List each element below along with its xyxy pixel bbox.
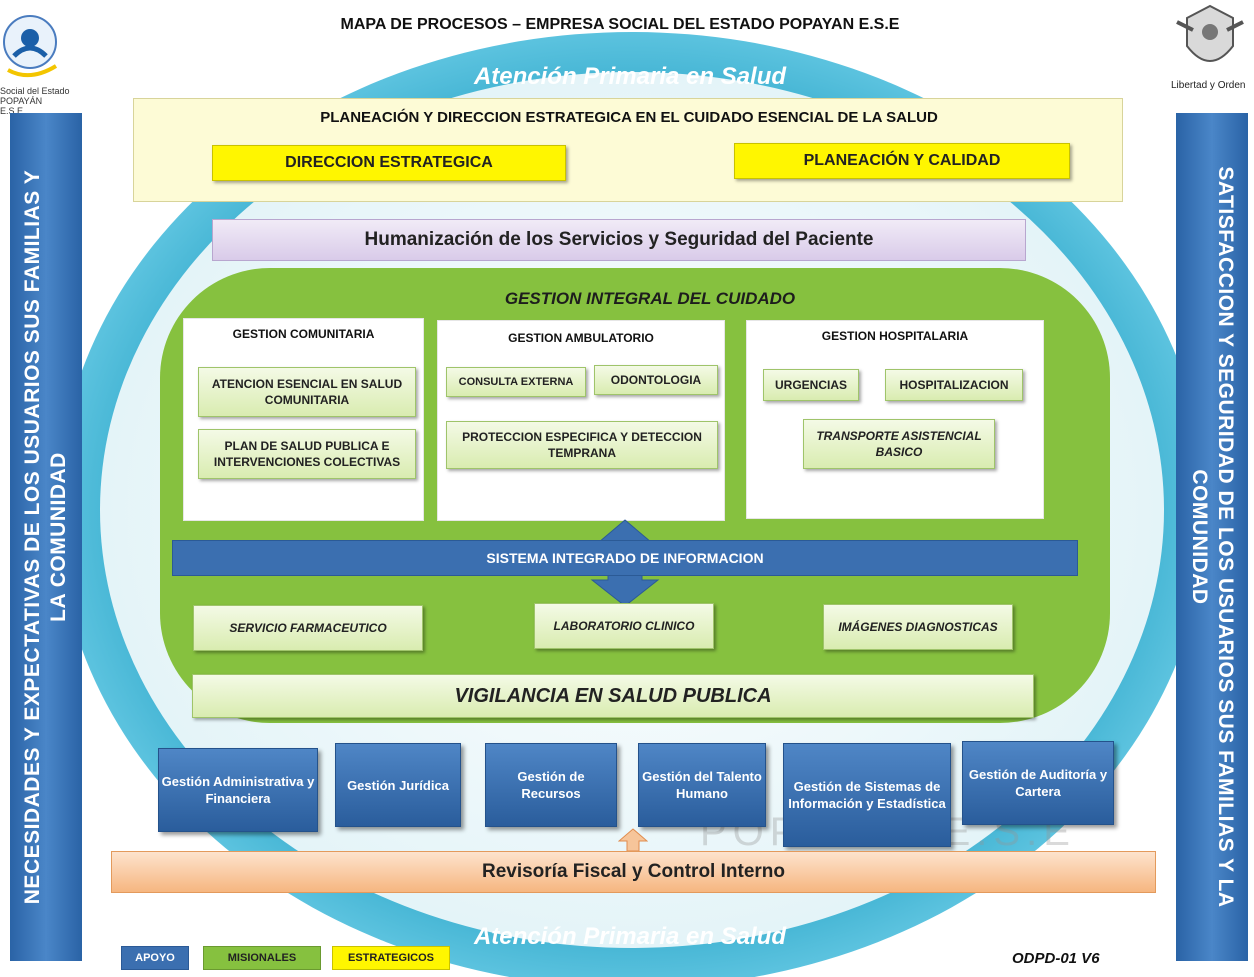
left-input-bar: NECESIDADES Y EXPECTATIVAS DE LOS USUARI… xyxy=(10,113,82,961)
document-code: ODPD-01 V6 xyxy=(1012,950,1100,967)
left-bar-text: NECESIDADES Y EXPECTATIVAS DE LOS USUARI… xyxy=(21,169,70,905)
plan-salud-publica-box[interactable]: PLAN DE SALUD PUBLICA E INTERVENCIONES C… xyxy=(198,429,416,479)
coat-of-arms-icon xyxy=(1176,4,1244,62)
legend-apoyo: APOYO xyxy=(121,946,189,970)
hospitalizacion-box[interactable]: HOSPITALIZACION xyxy=(885,369,1023,401)
gestion-comunitaria-title: GESTION COMUNITARIA xyxy=(232,327,375,341)
gestion-integral-title: GESTION INTEGRAL DEL CUIDADO xyxy=(504,289,796,308)
revisoria-bar[interactable]: Revisoría Fiscal y Control Interno xyxy=(111,851,1156,893)
planeacion-calidad-box[interactable]: PLANEACIÓN Y CALIDAD xyxy=(734,143,1070,179)
urgencias-box[interactable]: URGENCIAS xyxy=(763,369,859,401)
support-juridica-box[interactable]: Gestión Jurídica xyxy=(335,743,461,827)
right-bar-text: SATISFACCION Y SEGURIDAD DE LOS USUARIOS… xyxy=(1188,166,1237,908)
gestion-hospitalaria-panel: GESTION HOSPITALARIA URGENCIAS HOSPITALI… xyxy=(746,320,1044,519)
aps-bottom-label: Atención Primaria en Salud xyxy=(473,923,787,950)
gestion-ambulatorio-title: GESTION AMBULATORIO xyxy=(508,331,654,345)
odontologia-box[interactable]: ODONTOLOGIA xyxy=(594,365,718,395)
servicio-farmaceutico-box[interactable]: SERVICIO FARMACEUTICO xyxy=(193,605,423,651)
humanizacion-bar[interactable]: Humanización de los Servicios y Segurida… xyxy=(212,219,1026,261)
right-output-bar: SATISFACCION Y SEGURIDAD DE LOS USUARIOS… xyxy=(1176,113,1248,961)
page-title: MAPA DE PROCESOS – EMPRESA SOCIAL DEL ES… xyxy=(340,16,900,33)
left-logo: Social del Estado POPAYÁN E.S.E. xyxy=(0,0,70,116)
support-recursos-box[interactable]: Gestión de Recursos xyxy=(485,743,617,827)
support-talento-humano-box[interactable]: Gestión del Talento Humano xyxy=(638,743,766,827)
direccion-estrategica-box[interactable]: DIRECCION ESTRATEGICA xyxy=(212,145,566,181)
support-auditoria-cartera-box[interactable]: Gestión de Auditoría y Cartera xyxy=(962,741,1114,825)
atencion-esencial-box[interactable]: ATENCION ESENCIAL EN SALUD COMUNITARIA xyxy=(198,367,416,417)
laboratorio-clinico-box[interactable]: LABORATORIO CLINICO xyxy=(534,603,714,649)
right-logo-caption: Libertad y Orden xyxy=(1171,80,1246,91)
strategic-title: PLANEACIÓN Y DIRECCION ESTRATEGICA EN EL… xyxy=(320,108,938,126)
gestion-hospitalaria-title: GESTION HOSPITALARIA xyxy=(821,329,969,343)
aps-top-label: Atención Primaria en Salud xyxy=(473,63,787,90)
support-administrativa-box[interactable]: Gestión Administrativa y Financiera xyxy=(158,748,318,832)
imagenes-diagnosticas-box[interactable]: IMÁGENES DIAGNOSTICAS xyxy=(823,604,1013,650)
support-sistemas-informacion-box[interactable]: Gestión de Sistemas de Información y Est… xyxy=(783,743,951,847)
transporte-asistencial-box[interactable]: TRANSPORTE ASISTENCIAL BASICO xyxy=(803,419,995,469)
gestion-comunitaria-panel: GESTION COMUNITARIA ATENCION ESENCIAL EN… xyxy=(183,318,424,521)
left-logo-text: Social del Estado POPAYÁN E.S.E. xyxy=(0,86,70,116)
proteccion-especifica-box[interactable]: PROTECCION ESPECIFICA Y DETECCION TEMPRA… xyxy=(446,421,718,469)
vigilancia-bar[interactable]: VIGILANCIA EN SALUD PUBLICA xyxy=(192,674,1034,718)
gestion-ambulatorio-panel: GESTION AMBULATORIO CONSULTA EXTERNA ODO… xyxy=(437,320,725,521)
legend-misionales: MISIONALES xyxy=(203,946,321,970)
right-logo: Libertad y Orden xyxy=(1171,0,1254,100)
social-estado-logo-icon xyxy=(3,15,58,78)
consulta-externa-box[interactable]: CONSULTA EXTERNA xyxy=(446,367,586,397)
legend-estrategicos: ESTRATEGICOS xyxy=(332,946,450,970)
up-arrow-icon xyxy=(618,828,648,852)
sistema-integrado-bar[interactable]: SISTEMA INTEGRADO DE INFORMACION xyxy=(172,540,1078,576)
strategic-block: PLANEACIÓN Y DIRECCION ESTRATEGICA EN EL… xyxy=(133,98,1123,202)
